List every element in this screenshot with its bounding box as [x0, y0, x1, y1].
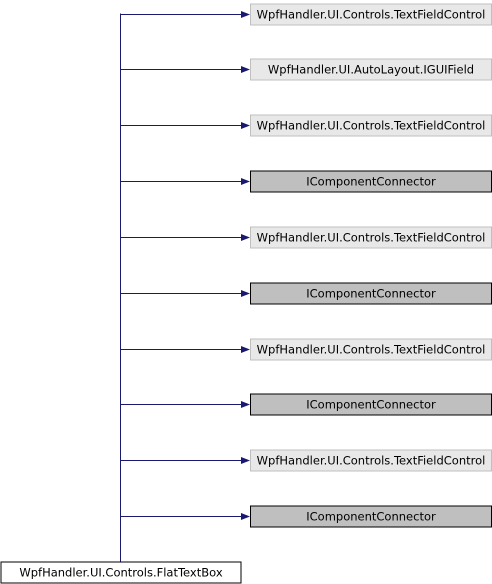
edge-arrowhead-0	[241, 11, 250, 18]
target-node-9[interactable]: IComponentConnector	[250, 505, 492, 528]
target-node-7[interactable]: IComponentConnector	[250, 393, 492, 416]
target-node-label: WpfHandler.UI.AutoLayout.IGUIField	[268, 63, 474, 77]
target-node-8[interactable]: WpfHandler.UI.Controls.TextFieldControl	[250, 449, 492, 472]
target-node-label: WpfHandler.UI.Controls.TextFieldControl	[257, 8, 486, 22]
target-node-label: IComponentConnector	[306, 287, 436, 301]
target-node-6[interactable]: WpfHandler.UI.Controls.TextFieldControl	[250, 338, 492, 361]
target-node-label: IComponentConnector	[306, 510, 436, 524]
target-node-1[interactable]: WpfHandler.UI.AutoLayout.IGUIField	[250, 58, 492, 81]
target-node-label: WpfHandler.UI.Controls.TextFieldControl	[257, 454, 486, 468]
source-node[interactable]: WpfHandler.UI.Controls.FlatTextBox	[0, 561, 242, 584]
target-node-label: WpfHandler.UI.Controls.TextFieldControl	[257, 343, 486, 357]
target-node-4[interactable]: WpfHandler.UI.Controls.TextFieldControl	[250, 226, 492, 249]
edge-layer	[120, 11, 250, 562]
target-node-5[interactable]: IComponentConnector	[250, 282, 492, 305]
source-node-box	[0, 561, 242, 584]
target-node-0[interactable]: WpfHandler.UI.Controls.TextFieldControl	[250, 3, 492, 26]
target-node-2[interactable]: WpfHandler.UI.Controls.TextFieldControl	[250, 114, 492, 137]
edge-arrowhead-7	[241, 401, 250, 408]
target-node-3[interactable]: IComponentConnector	[250, 170, 492, 193]
edge-arrowhead-2	[241, 122, 250, 129]
source-node-label: WpfHandler.UI.Controls.FlatTextBox	[19, 566, 222, 580]
edge-arrowhead-8	[241, 457, 250, 464]
edge-arrowhead-6	[241, 346, 250, 353]
edge-arrowhead-3	[241, 178, 250, 185]
edge-arrowhead-5	[241, 290, 250, 297]
target-node-label: WpfHandler.UI.Controls.TextFieldControl	[257, 119, 486, 133]
target-node-label: IComponentConnector	[306, 398, 436, 412]
node-layer: WpfHandler.UI.Controls.TextFieldControlW…	[250, 3, 492, 528]
edge-arrowhead-9	[241, 513, 250, 520]
target-node-label: WpfHandler.UI.Controls.TextFieldControl	[257, 231, 486, 245]
edge-arrowhead-4	[241, 234, 250, 241]
edge-arrowhead-1	[241, 66, 250, 73]
target-node-label: IComponentConnector	[306, 175, 436, 189]
